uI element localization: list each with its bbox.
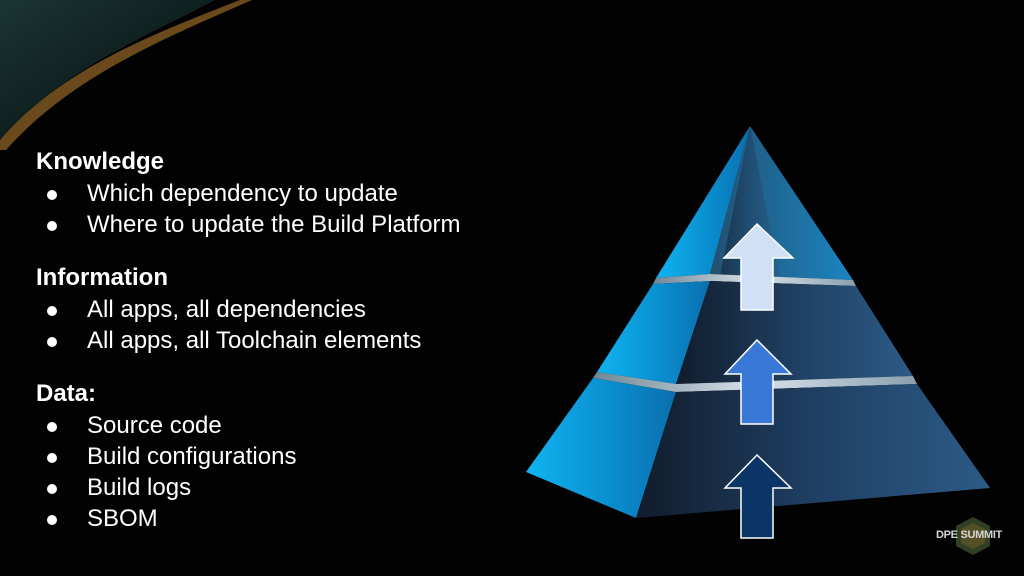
corner-swoosh-decoration — [0, 0, 252, 150]
logo-text: DPE SUMMIT — [936, 529, 1003, 541]
bullet-text: SBOM — [87, 505, 158, 532]
bullet-dot-icon — [47, 306, 57, 316]
bullet-dot-icon — [47, 422, 57, 432]
bullet-dot-icon — [47, 221, 57, 231]
bullet-text: All apps, all dependencies — [87, 296, 366, 323]
bullet-dot-icon — [47, 484, 57, 494]
bullet-item: Where to update the Build Platform — [36, 209, 516, 240]
up-arrow-top — [722, 222, 795, 311]
section-heading: Data: — [36, 380, 97, 407]
bullet-text: Where to update the Build Platform — [87, 211, 461, 238]
bullet-item: Build logs — [36, 472, 516, 503]
bullet-item: SBOM — [36, 503, 516, 534]
section-heading: Knowledge — [36, 148, 165, 175]
up-arrow-bottom — [723, 453, 793, 539]
bullet-item: All apps, all dependencies — [36, 294, 516, 325]
bullet-item: Which dependency to update — [36, 178, 516, 209]
bullet-dot-icon — [47, 337, 57, 347]
bullet-dot-icon — [47, 453, 57, 463]
bullet-dot-icon — [47, 190, 57, 200]
up-arrow-middle — [723, 338, 793, 425]
dpe-summit-logo: DPE SUMMIT — [930, 514, 1016, 558]
bullet-item: Source code — [36, 410, 516, 441]
bullet-item: Build configurations — [36, 441, 516, 472]
pyramid-tier-bottom — [526, 378, 990, 518]
bullet-text: Build logs — [87, 474, 192, 501]
section-heading: Information — [36, 264, 168, 291]
bullet-text: All apps, all Toolchain elements — [87, 327, 422, 354]
pyramid-diagram — [526, 126, 990, 539]
bullet-text: Which dependency to update — [87, 180, 398, 207]
bullet-dot-icon — [47, 515, 57, 525]
bullet-text: Source code — [87, 412, 222, 439]
bullet-item: All apps, all Toolchain elements — [36, 325, 516, 356]
pyramid-tier-middle — [597, 281, 913, 384]
bullet-text: Build configurations — [87, 443, 297, 470]
